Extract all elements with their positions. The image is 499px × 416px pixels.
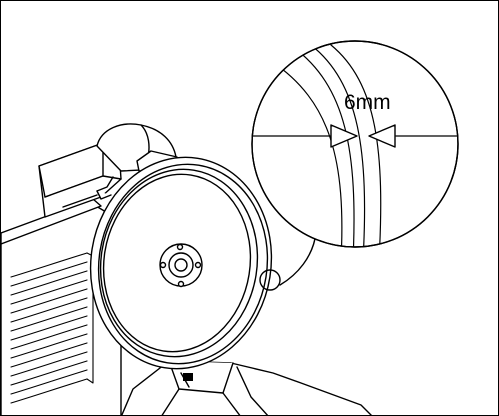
leader-line bbox=[279, 232, 317, 286]
sharpener-housing bbox=[38, 123, 178, 218]
blade-hub bbox=[159, 243, 203, 288]
dimension-arrow-right bbox=[368, 124, 396, 148]
magnified-detail bbox=[251, 40, 459, 248]
blade-stand bbox=[121, 360, 372, 415]
cooling-vents bbox=[10, 252, 94, 404]
dimension-label: 6mm bbox=[344, 91, 391, 114]
detail-marker-circle bbox=[259, 269, 281, 291]
dimension-arrow-left bbox=[330, 124, 358, 148]
